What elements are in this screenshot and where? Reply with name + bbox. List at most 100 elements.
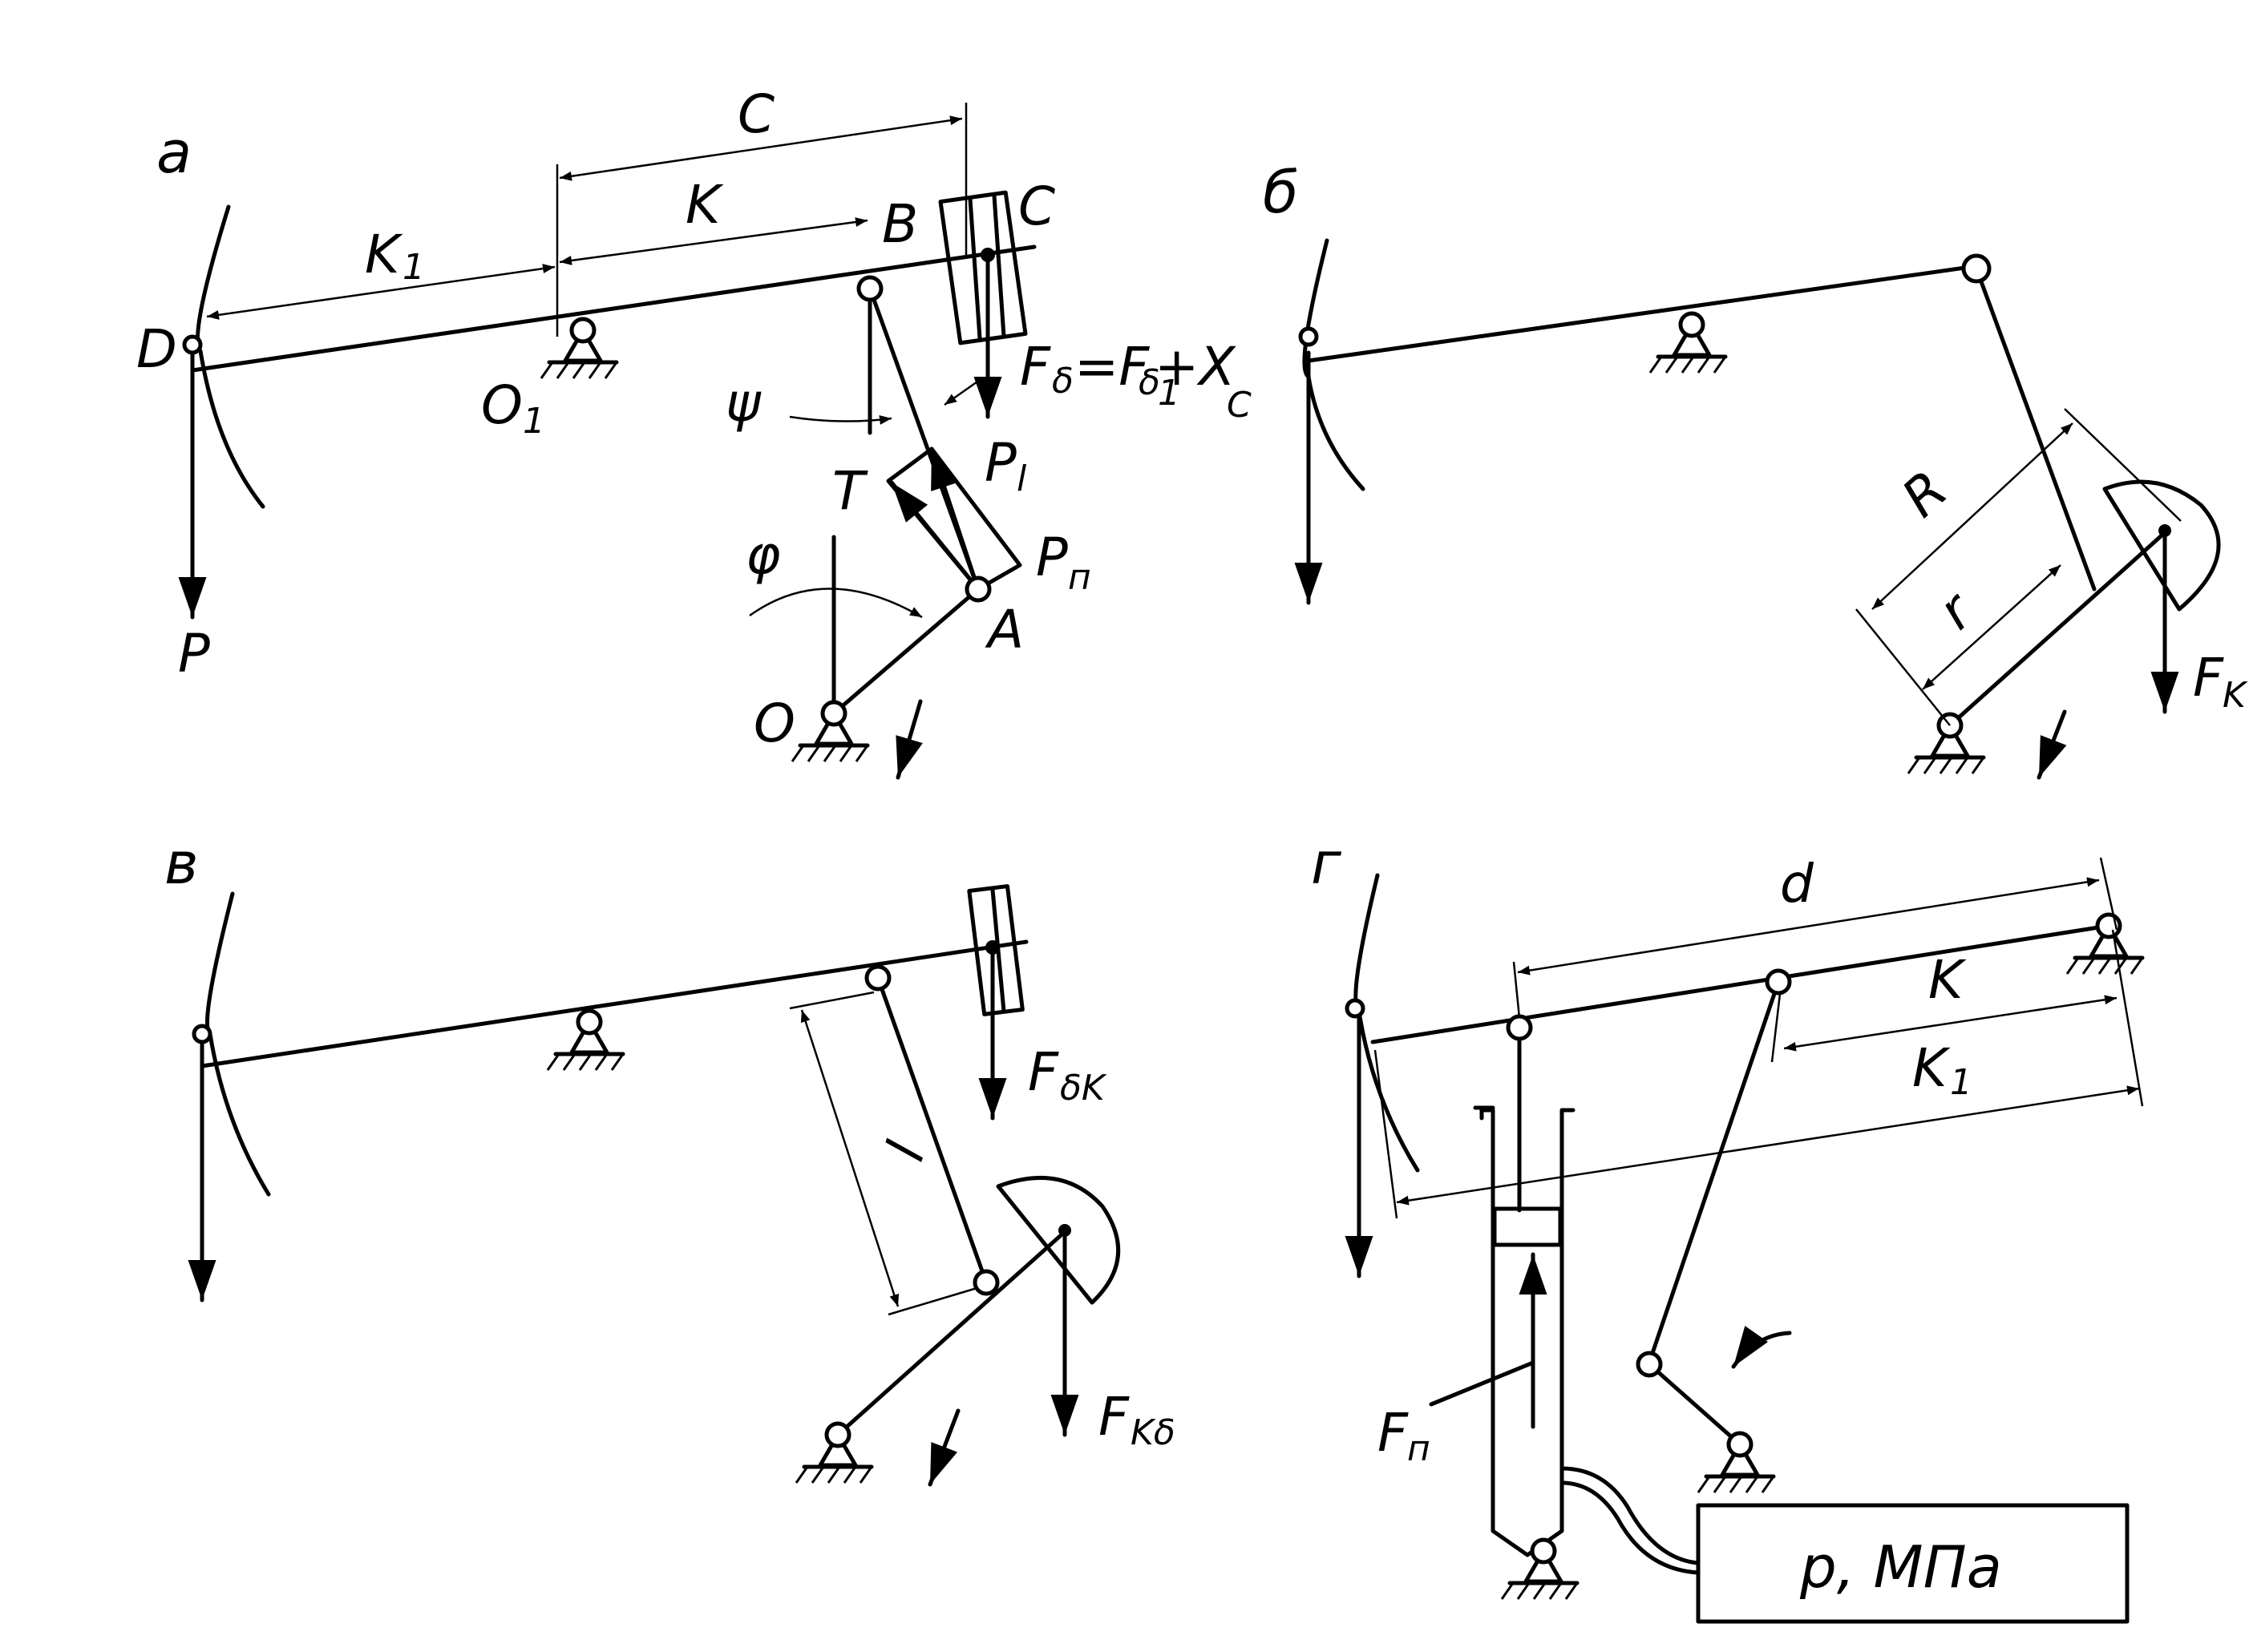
lever [190,244,1037,373]
panel-g-caption: г [1311,830,1342,897]
label-point-d: D [136,318,177,380]
label-force-fdk: F [1028,1041,1059,1103]
dimension-k1 [206,264,556,320]
counterweight [2102,479,2221,612]
pivot [192,1024,212,1044]
formula-delta1: δ [1139,362,1160,403]
pivot-d [182,334,203,355]
panel-a: а [136,83,1252,780]
support [796,1424,872,1483]
psi-arc [789,414,892,425]
label-force-p: P [178,623,210,685]
label-point-o: O [754,693,795,754]
rotation-arrow [2037,709,2067,780]
force-pl-arrow [929,446,981,592]
lever [1370,923,2111,1044]
panel-v-caption: в [164,830,198,897]
crank-oa [831,587,981,716]
pedal-arc [196,204,265,509]
dimension-r-big [1871,422,2073,610]
label-angle-phi: φ [746,524,781,586]
label-point-o1-sub: 1 [523,401,545,442]
panel-v: в l F δK F Kδ [164,830,1175,1487]
pivot [1765,968,1792,996]
pivot [1298,326,1319,347]
panel-b: б R r F K [1263,159,2248,780]
hose [1559,1480,1701,1575]
label-dim-k: K [1928,949,1967,1011]
pedal-arc [1302,238,1365,491]
label-force-fk-sub: K [2223,675,2248,716]
counterweight [996,1175,1121,1305]
formula-f: F [1020,336,1051,398]
pedal-arc [205,891,271,1197]
lever [1306,264,1979,363]
damper-line [968,196,982,341]
extension-line [1855,608,1951,726]
extension-line [2064,408,2182,522]
rotation-arrow [1731,1326,1792,1369]
formula-one: 1 [1158,373,1180,414]
support [548,1011,623,1070]
support [1908,714,1984,773]
crank [1647,1362,1742,1447]
pivot [1961,253,1992,284]
label-angle-psi: ψ [726,372,762,434]
psi-arrow [944,378,981,406]
label-dim-r-big: R [1891,458,1960,529]
formula-eq: =F [1074,336,1150,398]
support [1502,1540,1577,1599]
label-dim-k1: K [365,224,403,285]
rod [1647,979,1781,1365]
lever [200,939,1029,1068]
label-force-fkd-sub: Kδ [1131,1412,1175,1453]
label-force-fn-sub: п [1407,1428,1430,1469]
label-force-fn: F [1377,1402,1409,1464]
label-point-c: C [1018,176,1055,237]
support [2067,915,2142,974]
rod [1974,266,2097,592]
support [1650,313,1725,373]
pivot [1636,1351,1663,1378]
pivot-b [856,275,884,302]
dimension-k [559,217,868,265]
hose [1559,1466,1701,1565]
damper-line [992,193,1006,339]
label-point-b: B [882,193,918,255]
label-point-o1: O [481,374,523,436]
extension-line [1770,993,1782,1063]
pivot [973,1269,1000,1296]
pivot [864,964,892,992]
rod [876,975,989,1285]
extension-line [1373,1049,1398,1219]
extension-line [888,1285,983,1316]
label-dim-k: K [686,174,724,236]
pivot [1345,998,1365,1019]
extension-line [789,991,875,1010]
label-force-fk: F [2193,647,2224,709]
label-dim-d: d [1780,853,1814,915]
label-dim-c: C [738,83,775,145]
rotation-arrow [896,699,923,780]
label-force-pl-sub: l [1017,458,1027,499]
pivot [1506,1014,1533,1041]
label-point-t: T [832,460,868,522]
label-dim-l: l [874,1134,937,1168]
label-dim-k1-sub: 1 [1950,1062,1972,1103]
label-dim-r-small: r [1927,579,1987,641]
panel-g: г p, МПа [1311,830,2142,1624]
label-point-a: A [985,599,1024,660]
damper-box [938,190,1028,345]
label-force-pn-sub: п [1068,557,1091,598]
support-o1 [541,319,617,378]
label-force-pn: P [1036,527,1068,588]
label-force-fdk-sub: δK [1060,1068,1107,1109]
pressure-gauge-label: p, МПа [1799,1533,2002,1601]
label-force-pl: P [985,432,1017,494]
label-dim-k1: K [1912,1037,1951,1099]
force-t-arrow [889,480,981,592]
crank [835,1228,1069,1437]
panel-b-caption: б [1263,159,1298,226]
dimension-d [1517,877,2100,975]
